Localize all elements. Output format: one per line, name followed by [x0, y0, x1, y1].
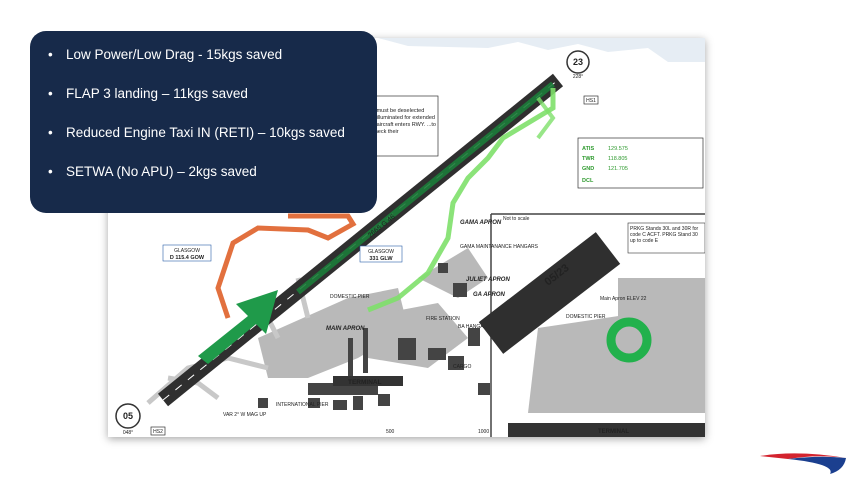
ba-hangar-label: BA HANGAR	[458, 324, 488, 330]
vor-1-freq: D 115.4 GOW	[170, 255, 205, 261]
runway-23-label: 23	[573, 57, 583, 67]
gnd-freq: 121.705	[608, 166, 628, 172]
frequency-box	[577, 137, 704, 189]
highlighted-stand-ring	[606, 317, 652, 363]
runway-05-marker	[115, 403, 141, 429]
saving-item-setwa: SETWA (No APU) – 2kgs saved	[48, 164, 377, 180]
runway-05-heading: 048°	[123, 430, 133, 436]
runway-23-marker	[566, 50, 590, 74]
juliet-apron-label: JULIET APRON	[466, 277, 510, 283]
dcl-label: DCL	[582, 178, 594, 184]
saving-item-low-power: Low Power/Low Drag - 15kgs saved	[48, 47, 377, 63]
landing-direction-arrow	[198, 290, 278, 364]
domestic-pier-label: DOMESTIC PIER	[330, 294, 370, 300]
main-apron-label: MAIN APRON	[326, 326, 365, 332]
speedmarque-logo	[760, 453, 846, 474]
scale-500: 500	[386, 429, 395, 435]
inset-terminal-label: TERMINAL	[598, 429, 629, 435]
savings-panel: Low Power/Low Drag - 15kgs saved FLAP 3 …	[30, 31, 377, 213]
notice-text: ...must be deselected ...illuminated for…	[372, 108, 436, 135]
savings-list: Low Power/Low Drag - 15kgs saved FLAP 3 …	[30, 31, 377, 180]
taxi-route	[367, 88, 556, 313]
gama-apron-label: GAMA APRON	[460, 220, 502, 226]
hold-hs1-label: HS1	[586, 98, 596, 104]
twr-label: TWR	[582, 156, 595, 162]
atis-freq: 129.575	[608, 146, 628, 152]
atis-label: ATIS	[582, 146, 594, 152]
saving-item-reti: Reduced Engine Taxi IN (RETI) – 10kgs sa…	[48, 125, 377, 141]
notice-box	[369, 95, 439, 157]
saving-item-flap3: FLAP 3 landing – 11kgs saved	[48, 86, 377, 102]
inset-main-apron-label: Main Apron ELEV 22	[600, 296, 647, 302]
inset-runway	[478, 232, 621, 354]
ga-apron-label: GA APRON	[473, 292, 506, 298]
terminal-building	[333, 376, 403, 386]
gama-hangars-label: GAMA MAINTANANCE HANGARS	[460, 244, 539, 250]
inset-chart: 05/23 TERMINAL PRKG Stands 30L and 30R f…	[478, 222, 705, 437]
scale-1000: 1000	[478, 429, 489, 435]
fire-station-label: FIRE STATION	[426, 316, 460, 322]
runway-23-heading: 228°	[573, 74, 583, 80]
cargo-label: CARGO	[453, 364, 471, 370]
inset-domestic-pier-label: DOMESTIC PIER	[566, 314, 606, 320]
airport-chart-svg: TERMINAL 2665 G 46 05 048° 23 228° HS1	[115, 38, 705, 437]
runway-05-label: 05	[123, 411, 133, 421]
variation-note: VAR 2° W MAG UP	[223, 412, 267, 418]
gnd-label: GND	[582, 166, 594, 172]
not-to-scale-note: Not to scale	[503, 216, 530, 222]
vor-2-freq: 331 GLW	[369, 256, 393, 262]
vor-1-name: GLASGOW	[174, 248, 200, 254]
prkg-note: PRKG Stands 30L and 30R for code C ACFT.…	[630, 226, 699, 244]
hold-hs2-label: HS2	[153, 429, 163, 435]
twr-freq: 118.805	[608, 156, 627, 162]
international-pier-label: INTERNATIONAL PIER	[276, 402, 329, 408]
vor-2-name: GLASGOW	[368, 249, 394, 255]
terminal-label: TERMINAL	[348, 379, 382, 386]
